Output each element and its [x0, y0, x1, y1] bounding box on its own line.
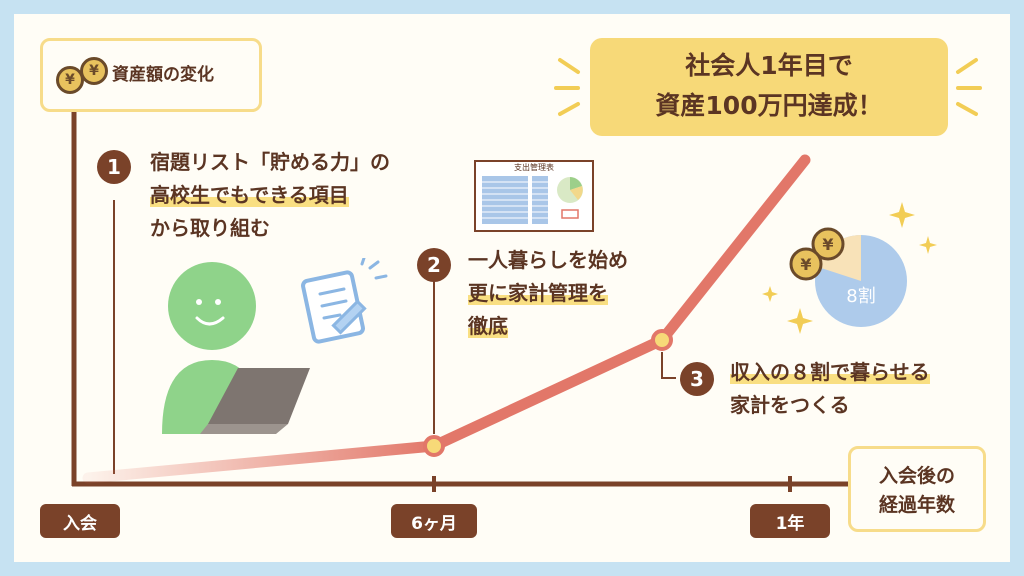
sparkle-rays-decoration: [554, 58, 982, 116]
x-tick-label-6-months: 6ヶ月: [391, 504, 477, 538]
x-axis-label-box: [848, 446, 986, 532]
step-2-line-3: 徹底: [468, 310, 628, 343]
milestone-marker-step-3: [651, 329, 673, 351]
budget-sheet-title: 支出管理表: [514, 163, 554, 172]
step-3-highlighted-text: 収入の８割で暮らせる: [730, 360, 930, 384]
step-3-leader-line: [661, 352, 676, 379]
step-3-number-badge: 3: [680, 362, 714, 396]
step-1-line-2: 高校生でもできる項目: [150, 179, 390, 212]
budget-sheet-illustration: [474, 160, 594, 232]
yen-symbol: ¥: [65, 72, 75, 88]
growth-line-first-half: [82, 440, 440, 484]
svg-text:¥: ¥: [822, 235, 833, 254]
x-axis-label-line-1: 入会後の: [878, 465, 955, 487]
step-2-line-1: 一人暮らしを始め: [468, 248, 628, 272]
step-1-text: 宿題リスト「貯める力」の 高校生でもできる項目 から取り組む: [150, 146, 390, 245]
person-with-laptop-illustration: [162, 262, 310, 434]
headline: 社会人1年目で 資産100万円達成！: [590, 46, 948, 126]
memo-pen-icon: [301, 258, 388, 344]
step-3-line-2: 家計をつくる: [730, 393, 850, 417]
step-1-number-badge: 1: [97, 150, 131, 184]
person-head: [168, 262, 256, 350]
step-2-highlighted-text: 更に家計管理を: [468, 281, 608, 305]
y-axis-label-box: [40, 38, 262, 112]
headline-line-1: 社会人1年目で: [685, 51, 853, 80]
headline-line-2: 資産100万円達成！: [655, 91, 883, 120]
milestone-marker-6-months: [423, 435, 445, 457]
step-1-highlighted-text: 高校生でもできる項目: [150, 183, 349, 207]
yen-symbol: ¥: [89, 63, 99, 79]
headline-box: [590, 38, 948, 136]
yen-coin-icon: ¥: [80, 57, 108, 85]
step-1-line-3: から取り組む: [150, 216, 270, 240]
yen-coin-icon: ¥: [56, 66, 84, 94]
step-2-highlighted-text: 徹底: [468, 314, 508, 338]
step-3-text: 収入の８割で暮らせる 家計をつくる: [730, 356, 930, 422]
step-1-line-1: 宿題リスト「貯める力」の: [150, 150, 390, 174]
x-axis-label: 入会後の 経過年数: [848, 462, 986, 520]
x-tick-label-start: 入会: [40, 504, 120, 538]
y-axis-label: 資産額の変化: [112, 65, 214, 85]
step-2-text: 一人暮らしを始め 更に家計管理を 徹底: [468, 244, 628, 343]
pie-savings-portion: [817, 235, 861, 281]
x-tick-label-1-year: 1年: [750, 504, 830, 538]
svg-text:¥: ¥: [800, 255, 811, 274]
pie-label: 8割: [846, 286, 876, 307]
step-3-line-1: 収入の８割で暮らせる: [730, 356, 930, 389]
laptop-icon: [208, 368, 310, 424]
step-2-line-2: 更に家計管理を: [468, 277, 628, 310]
eighty-percent-pie-illustration: ¥ ¥: [762, 202, 937, 334]
x-axis-label-line-2: 経過年数: [878, 494, 955, 516]
step-2-number-badge: 2: [417, 248, 451, 282]
